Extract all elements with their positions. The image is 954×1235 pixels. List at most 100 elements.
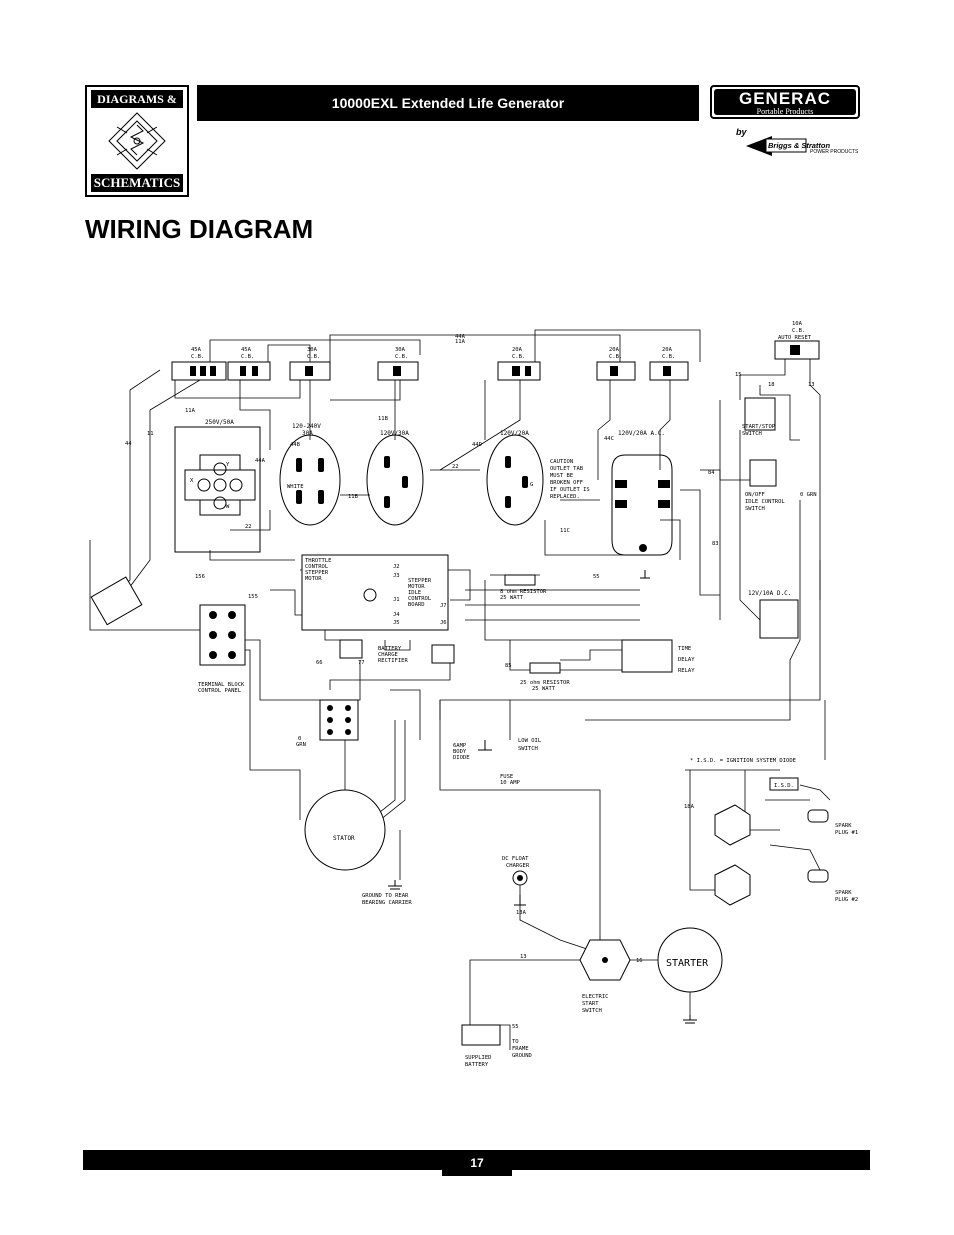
cb45a-1-label: 45A	[191, 347, 202, 353]
cb20a-2-label-2: C.B.	[609, 354, 622, 360]
idle-label: ON/OFF	[745, 492, 765, 498]
wire-11a-left: 11A	[185, 408, 196, 414]
idle-label-3: SWITCH	[745, 506, 765, 512]
r120-20-label: 120V/20A	[500, 430, 529, 437]
wire-13: 13	[808, 382, 815, 388]
receptacle-250v	[174, 426, 261, 553]
resistor-8-ohm	[504, 574, 536, 586]
breaker-45a-2	[227, 361, 271, 381]
idle-control-switch	[749, 459, 777, 487]
start-stop-switch	[744, 397, 776, 431]
wire-55: 55	[593, 574, 600, 580]
resistor-25-label-2: 25 WATT	[532, 686, 556, 692]
pin-j6: J6	[440, 620, 447, 626]
breaker-45a-1	[171, 361, 227, 381]
spark2-label-2: PLUG #2	[835, 897, 858, 903]
wire-11a-top: 11A	[455, 339, 466, 345]
resistor-25-label: 25 ohm RESISTOR	[520, 680, 570, 686]
relay-label-2: DELAY	[678, 657, 695, 663]
wire-44d: 44D	[472, 442, 482, 448]
relay-label-3: RELAY	[678, 668, 695, 674]
cb20a-3-label-2: C.B.	[662, 354, 675, 360]
caution-line-3: MUST BE	[550, 473, 573, 479]
wire-155: 155	[248, 594, 258, 600]
rectifier-label-3: RECTIFIER	[378, 658, 408, 664]
caution-note: CAUTION OUTLET TAB MUST BE BROKEN OFF IF…	[550, 459, 590, 500]
wire-77: 77	[358, 660, 365, 666]
r250-label: 250V/50A	[205, 419, 234, 426]
wire-85: 85	[505, 663, 512, 669]
cb10a-label: 10A	[792, 321, 803, 327]
rectifier-label-2: CHARGE	[378, 652, 398, 658]
pin-j2: J2	[393, 564, 400, 570]
caution-line-5: IF OUTLET IS	[550, 487, 590, 493]
wire-16: 16	[636, 958, 643, 964]
charger-label-2: CHARGER	[506, 863, 530, 869]
low-oil-label: LOW OIL	[518, 738, 542, 744]
board-label-5: BOARD	[408, 602, 425, 608]
stepper-motor	[363, 588, 377, 602]
battery-label: SUPPLIED	[465, 1055, 492, 1061]
terminal-block	[199, 604, 246, 666]
fuse-label: FUSE	[500, 774, 513, 780]
wires	[89, 329, 831, 1050]
wire-15: 15	[735, 372, 742, 378]
wire-0-stator: 0	[298, 736, 301, 742]
component-labels: START/STOP SWITCH ON/OFF IDLE CONTROL SW…	[198, 424, 858, 1068]
charger-label: DC FLOAT	[502, 856, 529, 862]
wire-grn-stator: GRN	[296, 742, 306, 748]
r12v-label: 12V/10A D.C.	[748, 590, 791, 597]
frame-ground-label-3: GROUND	[512, 1053, 532, 1059]
wire-22-mid: 22	[452, 464, 459, 470]
receptacle-labels: 250V/50A 120-240V 30A 120V/30A 120V/20A …	[205, 419, 791, 597]
diode-label-2: BODY	[453, 749, 467, 755]
pin-j3: J3	[393, 573, 400, 579]
brand-name: GENERAC	[738, 89, 831, 108]
caution-line-1: CAUTION	[550, 459, 573, 465]
cb45a-1-label-2: C.B.	[191, 354, 204, 360]
receptacle-120v-20a-ac	[611, 454, 673, 556]
partner-name: Briggs & Stratton	[768, 141, 831, 150]
ground-label: GROUND TO REAR	[362, 893, 409, 899]
board-label-2: MOTOR	[408, 584, 425, 590]
cb10a-label-3: AUTO RESET	[778, 335, 812, 341]
frame-ground-label-2: FRAME	[512, 1046, 529, 1052]
circuit-breakers	[171, 340, 820, 381]
wire-22-250: 22	[245, 524, 252, 530]
wire-44-left: 44	[125, 441, 132, 447]
board-label: STEPPER	[408, 578, 432, 584]
ignition-connector	[90, 576, 143, 626]
logo-bottom-text: SCHEMATICS	[91, 174, 183, 192]
isd-note: * I.S.D. = IGNITION SYSTEM DIODE	[690, 758, 796, 764]
starter-motor	[657, 927, 723, 993]
pin-j4: J4	[393, 612, 400, 618]
spark1-label-2: PLUG #1	[835, 830, 858, 836]
ground-symbols	[388, 570, 697, 1024]
generac-logo: GENERAC Portable Products	[710, 85, 860, 119]
logo-emblem	[108, 112, 166, 170]
wire-13-start: 13	[520, 954, 527, 960]
r120-30-label: 120V/30A	[380, 430, 409, 437]
idle-label-2: IDLE CONTROL	[745, 499, 785, 505]
terminal-block-label-2: CONTROL PANEL	[198, 688, 242, 694]
low-oil-label-2: SWITCH	[518, 746, 538, 752]
cb20a-1-label: 20A	[512, 347, 523, 353]
battery-box	[461, 1024, 501, 1046]
r120-240-label-2: 30A	[302, 430, 313, 437]
breaker-labels: 45A C.B. 45A C.B. 30A C.B. 30A C.B. 20A …	[191, 321, 812, 360]
start-stop-label-2: SWITCH	[742, 431, 762, 437]
start-switch-label-2: START	[582, 1001, 599, 1007]
stator-label: STATOR	[333, 835, 355, 842]
page-title: WIRING DIAGRAM	[85, 214, 314, 244]
resistor-8-label: 8 ohm RESISTOR	[500, 589, 547, 595]
wire-83: 83	[712, 541, 719, 547]
resistor-8-label-2: 25 WATT	[500, 595, 524, 601]
logo-top-text: DIAGRAMS &	[91, 90, 183, 108]
receptacle-slots	[296, 456, 670, 552]
briggs-stratton-logo: Briggs & Stratton POWER PRODUCTS	[746, 136, 859, 156]
start-stop-label: START/STOP	[742, 424, 776, 430]
spark1-label: SPARK	[835, 823, 852, 829]
wire-55-battery: 55	[512, 1024, 519, 1030]
board-label-4: CONTROL	[408, 596, 432, 602]
